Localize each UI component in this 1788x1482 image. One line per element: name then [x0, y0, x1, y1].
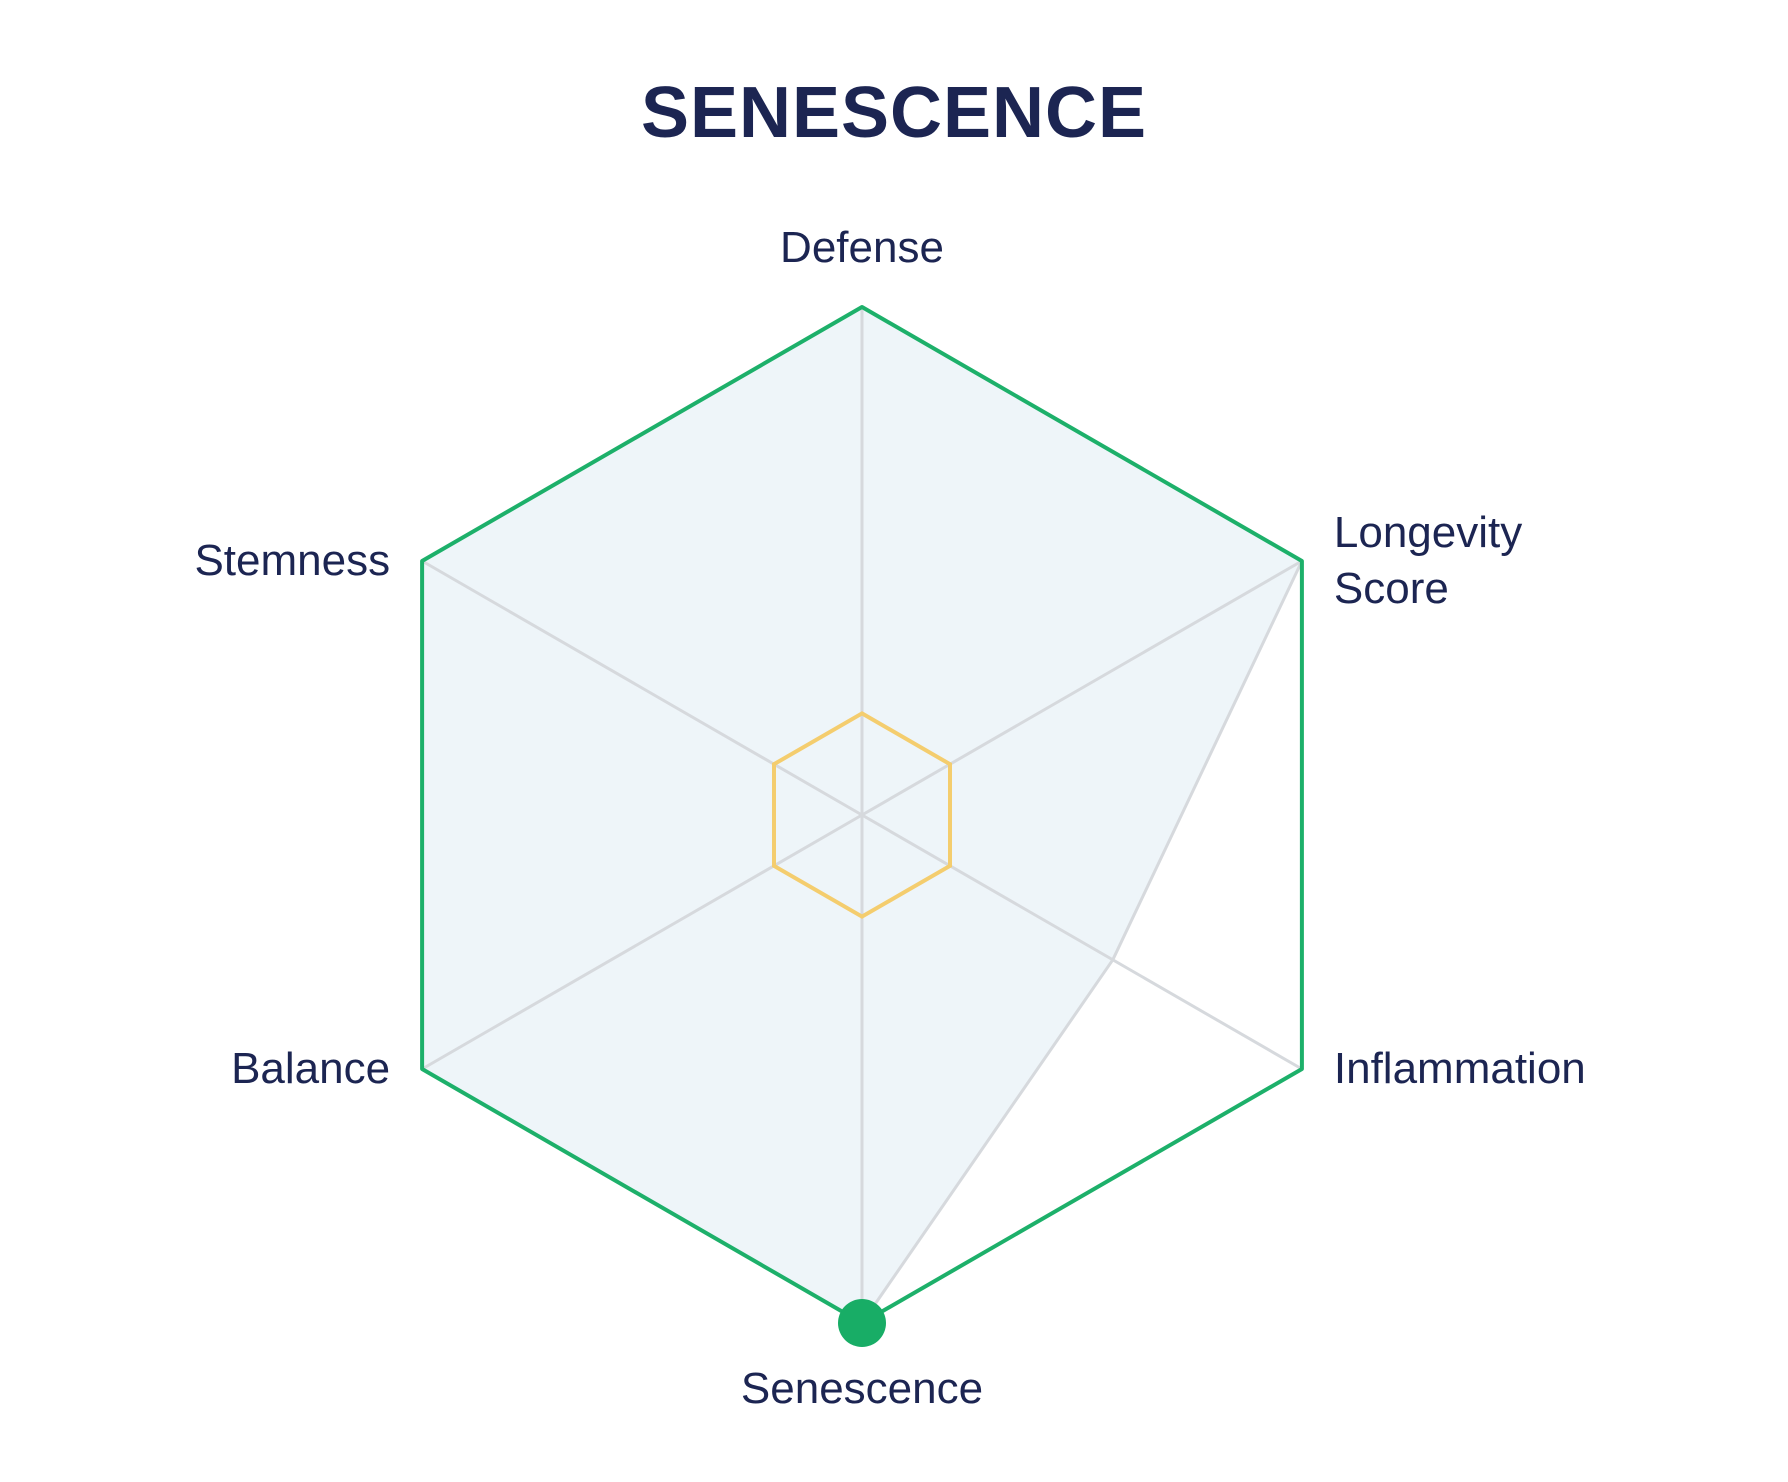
spoke-inflammation — [861, 813, 1303, 1071]
axis-label-line: Inflammation — [1334, 1044, 1586, 1093]
axis-label-line: Longevity — [1334, 508, 1522, 557]
axis-label-line: Senescence — [741, 1364, 983, 1413]
axis-label-line: Defense — [780, 223, 944, 272]
axis-label-line: Stemness — [194, 536, 390, 585]
highlight-marker — [838, 1299, 886, 1347]
axis-label-balance: Balance — [231, 1044, 390, 1093]
spokes-layer — [421, 307, 1303, 1323]
chart-title: SENESCENCE — [640, 73, 1148, 153]
axis-label-line: Score — [1334, 564, 1449, 613]
spoke-longevity-score — [861, 559, 1303, 817]
inner-ring — [772, 711, 952, 919]
spoke-balance — [421, 813, 863, 1071]
marker-layer — [838, 1299, 886, 1347]
spoke-stemness — [421, 559, 863, 817]
axis-label-senescence: Senescence — [741, 1364, 983, 1413]
axis-label-line: Balance — [231, 1044, 390, 1093]
axis-label-inflammation: Inflammation — [1334, 1044, 1586, 1093]
axis-label-defense: Defense — [780, 223, 944, 272]
inner-ring-layer — [772, 711, 952, 919]
axis-label-stemness: Stemness — [194, 536, 390, 585]
